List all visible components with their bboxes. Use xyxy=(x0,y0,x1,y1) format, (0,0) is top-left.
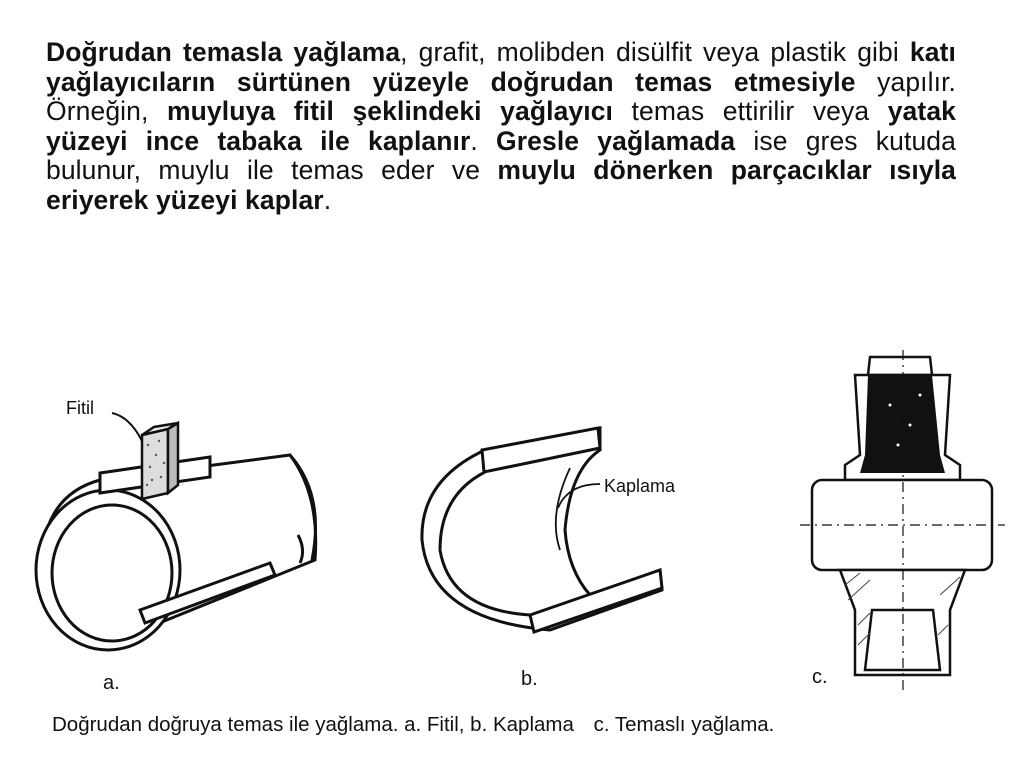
paragraph-segment: , grafit, molibden disülfit veya plastik… xyxy=(400,37,910,67)
figure-c-grease-cup xyxy=(800,350,1005,690)
figure-a-wick-bearing xyxy=(34,412,318,652)
paragraph-segment: muylu dönerken parçacıklar ısıyla eriyer… xyxy=(46,155,956,215)
body-paragraph: Doğrudan temasla yağlama, grafit, molibd… xyxy=(46,37,956,215)
figure-caption: Doğrudan doğruya temas ile yağlama. a. F… xyxy=(52,713,774,737)
figure-b-label: b. xyxy=(521,668,538,690)
paragraph-segment: temas ettirilir veya xyxy=(613,96,888,126)
callout-fitil: Fitil xyxy=(66,398,94,418)
paragraph-segment: katı yağlayıcıların sürtünen yüzeyle doğ… xyxy=(46,37,956,97)
caption-part-1: Doğrudan doğruya temas ile yağlama. a. F… xyxy=(52,713,574,736)
paragraph-segment: yapılır. Örneğin, xyxy=(46,66,956,126)
paragraph-segment: Doğrudan temasla yağlama xyxy=(46,37,401,67)
paragraph-segment: Gresle yağlamada xyxy=(496,125,736,156)
paragraph-segment: muyluya fitil şeklindeki yağlayıcı xyxy=(166,96,614,126)
figure-a-label: a. xyxy=(103,672,120,694)
paragraph-segment: yatak yüzeyi ince tabaka ile kaplanır xyxy=(46,96,956,156)
callout-kaplama: Kaplama xyxy=(604,476,676,496)
figure-b-coated-bearing xyxy=(420,426,664,634)
paragraph-segment: . xyxy=(470,125,497,156)
paragraph-segment: . xyxy=(323,184,332,215)
figure-c-label: c. xyxy=(812,666,828,688)
caption-part-2: c. Temaslı yağlama. xyxy=(593,713,775,736)
paragraph-segment: ise gres kutuda bulunur, muylu ile temas… xyxy=(46,125,956,185)
